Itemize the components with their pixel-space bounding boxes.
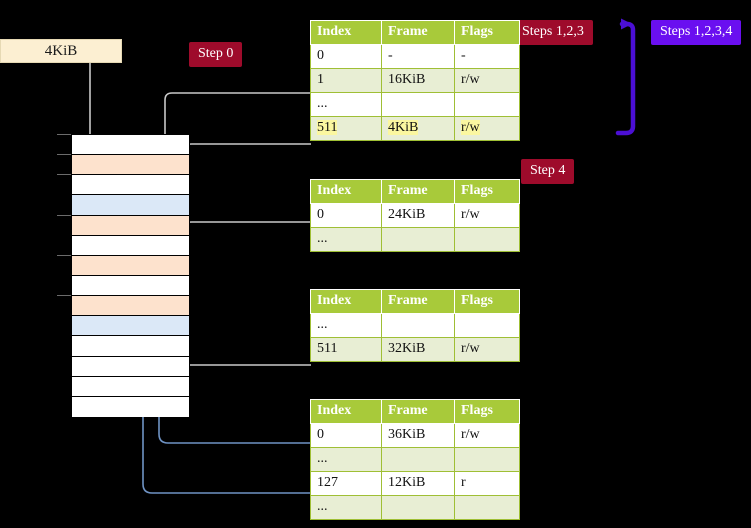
page-table-row: ... xyxy=(310,495,520,520)
cell-frame: 32KiB xyxy=(381,337,455,362)
page-table-row: ... xyxy=(310,92,520,117)
cell-flags: r/w xyxy=(454,116,520,141)
cell-flags xyxy=(454,227,520,252)
step-0-badge: Step 0 xyxy=(189,42,243,67)
highlighted-value: r/w xyxy=(461,120,480,135)
column-header-frame: Frame xyxy=(381,399,455,424)
memory-frame-row xyxy=(72,175,189,196)
page-table-row: 0-- xyxy=(310,44,520,69)
memory-frame-row xyxy=(72,275,189,297)
memory-frame-tick xyxy=(57,154,71,156)
frame-size-box: 4KiB xyxy=(0,39,122,63)
highlighted-value: 4KiB xyxy=(388,120,419,135)
cell-flags: - xyxy=(454,44,520,69)
column-header-flags: Flags xyxy=(454,289,520,314)
connector-l2-entry0 xyxy=(177,221,311,262)
memory-frame-tick xyxy=(57,134,71,135)
column-header-frame: Frame xyxy=(381,179,455,204)
memory-frame-row xyxy=(72,336,189,357)
cell-index: 0 xyxy=(310,44,382,69)
page-table-row: ... xyxy=(310,227,520,252)
memory-frame-row xyxy=(72,296,189,317)
column-header-flags: Flags xyxy=(454,20,520,45)
cell-index: 511 xyxy=(310,116,382,141)
steps-1234-badge: Steps 1,2,3,4 xyxy=(651,20,742,45)
memory-frame-tick xyxy=(57,295,71,297)
cell-index: 0 xyxy=(310,203,382,228)
steps-123-badge: Steps 1,2,3 xyxy=(513,20,593,45)
cell-index: ... xyxy=(310,227,382,252)
cell-flags: r/w xyxy=(454,203,520,228)
memory-frame-tick xyxy=(57,254,71,256)
cell-frame xyxy=(381,313,455,338)
cell-index: ... xyxy=(310,495,382,520)
highlighted-value: 511 xyxy=(317,120,338,135)
step-4-badge: Step 4 xyxy=(521,159,575,184)
cell-frame xyxy=(381,92,455,117)
column-header-index: Index xyxy=(310,289,382,314)
cell-index: 0 xyxy=(310,423,382,448)
cell-frame: 16KiB xyxy=(381,68,455,93)
memory-frame-row xyxy=(72,195,189,216)
cell-index: ... xyxy=(310,447,382,472)
steps-return-arrow xyxy=(615,18,636,136)
cell-index: 127 xyxy=(310,471,382,496)
cell-flags: r xyxy=(454,471,520,496)
cell-flags: r/w xyxy=(454,423,520,448)
memory-frame-row xyxy=(72,316,189,337)
column-header-index: Index xyxy=(310,399,382,424)
cell-index: ... xyxy=(310,313,382,338)
connector-l1-entry511 xyxy=(177,143,311,162)
memory-frame-row xyxy=(72,135,189,156)
cell-index: 511 xyxy=(310,337,382,362)
cell-frame: 4KiB xyxy=(381,116,455,141)
cell-flags xyxy=(454,92,520,117)
cell-flags xyxy=(454,447,520,472)
memory-frame-row xyxy=(72,255,189,276)
cell-frame: 12KiB xyxy=(381,471,455,496)
cell-flags: r/w xyxy=(454,337,520,362)
page-table-row: ... xyxy=(310,313,520,338)
page-table-row: ... xyxy=(310,447,520,472)
page-table-row: 511 4KiB r/w xyxy=(310,116,520,141)
cell-flags: r/w xyxy=(454,68,520,93)
column-header-flags: Flags xyxy=(454,179,520,204)
cell-flags xyxy=(454,313,520,338)
cell-flags xyxy=(454,495,520,520)
cell-frame: 36KiB xyxy=(381,423,455,448)
cell-frame xyxy=(381,495,455,520)
cell-frame: - xyxy=(381,44,455,69)
cell-index: ... xyxy=(310,92,382,117)
cell-frame xyxy=(381,227,455,252)
memory-frame-row xyxy=(72,356,189,377)
memory-frame-row xyxy=(72,376,189,397)
cell-frame: 24KiB xyxy=(381,203,455,228)
column-header-index: Index xyxy=(310,20,382,45)
memory-frame-row xyxy=(72,235,189,256)
column-header-frame: Frame xyxy=(381,20,455,45)
memory-frame-row xyxy=(72,215,189,236)
memory-frame-row xyxy=(72,396,189,417)
frame-size-label: 4KiB xyxy=(44,42,78,59)
memory-frame-tick xyxy=(57,214,71,216)
memory-frame-row xyxy=(72,155,189,176)
column-header-index: Index xyxy=(310,179,382,204)
column-header-frame: Frame xyxy=(381,289,455,314)
memory-frame-tick xyxy=(57,174,71,176)
physical-memory-frames xyxy=(71,134,190,417)
column-header-flags: Flags xyxy=(454,399,520,424)
cell-frame xyxy=(381,447,455,472)
cell-index: 1 xyxy=(310,68,382,93)
